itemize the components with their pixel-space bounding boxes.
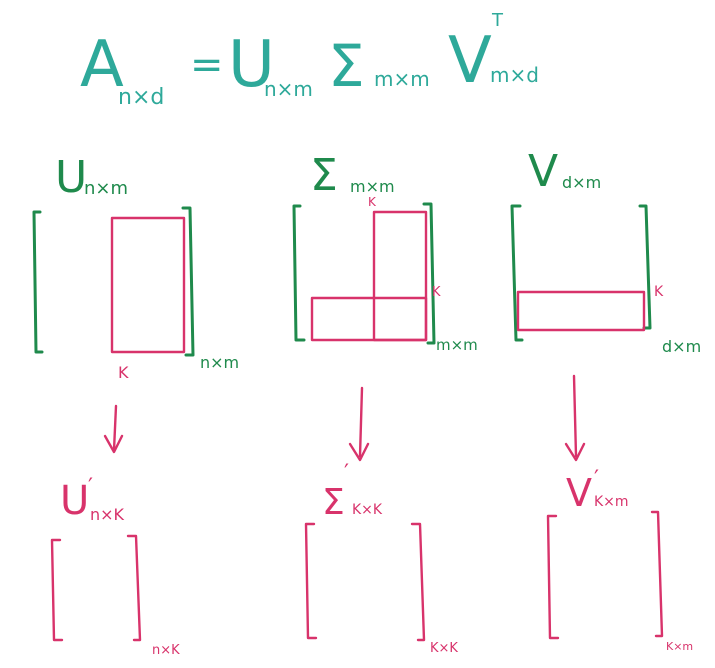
- u-prime-matrix: U ′ n×K n×K: [50, 475, 180, 658]
- u-prime-mark: ′: [88, 475, 93, 500]
- sigma-prime-mark: ′: [344, 461, 349, 486]
- v-prime-matrix: V ′ K×m K×m: [546, 467, 693, 653]
- sigma-truncated-columns: [372, 210, 428, 342]
- sigma-truncated-rows: [310, 296, 428, 342]
- u-prime-subscript: n×K: [90, 505, 125, 524]
- u-prime-label: U: [60, 478, 89, 524]
- sigma-k-top-label: K: [368, 195, 377, 209]
- equation-v: V: [448, 24, 492, 98]
- equation-equals: =: [190, 42, 224, 88]
- u-dimension-label: n×m: [200, 353, 239, 372]
- v-dimension-label: d×m: [662, 337, 701, 356]
- sigma-prime-label: Σ: [322, 482, 345, 523]
- v-prime-mark: ′: [594, 467, 599, 492]
- v-prime-left-bracket: [546, 514, 560, 640]
- u-matrix-label: U: [55, 152, 87, 203]
- sigma-prime-subscript: K×K: [352, 502, 383, 518]
- u-down-arrow-icon: [103, 404, 124, 454]
- u-left-bracket: [32, 210, 44, 354]
- u-right-bracket: [181, 206, 195, 357]
- u-prime-left-bracket: [50, 538, 64, 642]
- sigma-down-arrow-icon: [348, 386, 370, 462]
- sigma-left-bracket: [292, 204, 306, 342]
- v-matrix: V d×m K d×m: [510, 146, 701, 356]
- u-prime-right-bracket: [126, 534, 142, 642]
- sigma-prime-right-bracket: [410, 522, 426, 642]
- equation-v-transpose: T: [491, 10, 504, 31]
- u-matrix-subscript: n×m: [84, 178, 128, 199]
- u-prime-dimension-label: n×K: [152, 643, 180, 658]
- v-prime-label: V: [566, 471, 592, 515]
- u-matrix: U n×m K n×m: [32, 152, 239, 382]
- sigma-matrix-subscript: m×m: [350, 177, 395, 196]
- equation-sigma: Σ: [328, 32, 365, 100]
- v-left-bracket: [510, 204, 524, 342]
- sigma-matrix-label: Σ: [310, 150, 338, 201]
- v-down-arrow-icon: [564, 374, 586, 462]
- sigma-right-bracket: [422, 202, 436, 345]
- v-truncated-rows: [516, 290, 646, 332]
- svd-equation: A n×d = U n×m Σ m×m V T m×d: [80, 10, 539, 110]
- sigma-prime-left-bracket: [304, 522, 318, 640]
- v-k-label: K: [654, 284, 664, 300]
- v-right-bracket: [638, 204, 652, 330]
- arrows: [103, 374, 586, 462]
- sigma-prime-matrix: Σ ′ K×K K×K: [304, 461, 458, 656]
- equation-lhs-subscript: n×d: [118, 85, 164, 110]
- sigma-k-right-label: K: [432, 285, 441, 300]
- v-prime-subscript: K×m: [594, 494, 629, 510]
- v-matrix-subscript: d×m: [562, 173, 601, 192]
- sigma-prime-dimension-label: K×K: [430, 641, 458, 656]
- sigma-matrix: Σ m×m K K m×m: [292, 150, 478, 354]
- equation-v-subscript: m×d: [490, 63, 539, 87]
- equation-lhs: A: [80, 28, 124, 102]
- v-prime-dimension-label: K×m: [666, 640, 693, 653]
- equation-sigma-subscript: m×m: [374, 67, 430, 91]
- sigma-dimension-label: m×m: [436, 336, 478, 354]
- u-k-label: K: [118, 363, 129, 382]
- equation-u-subscript: n×m: [264, 77, 313, 101]
- v-prime-right-bracket: [650, 510, 664, 638]
- v-matrix-label: V: [528, 146, 558, 197]
- u-truncated-columns: [110, 216, 186, 354]
- equation-u: U: [228, 28, 275, 102]
